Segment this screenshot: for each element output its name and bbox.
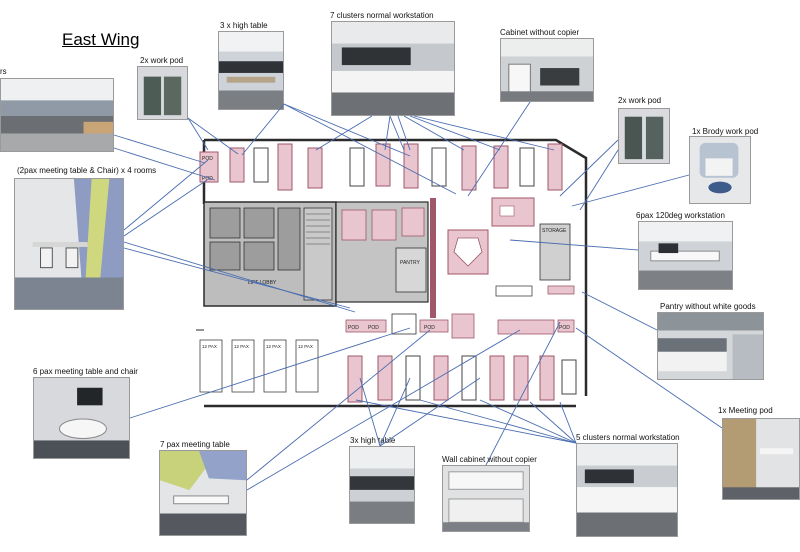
plan-label-lift-lobby: LIFT LOBBY (248, 280, 277, 286)
plan-label-pod: POD (368, 325, 379, 331)
callout-label-brody-pod: 1x Brody work pod (692, 127, 759, 136)
plan-label-pod: POD (348, 325, 359, 331)
workstation-cluster (253, 147, 269, 183)
photo-7-clusters (331, 21, 455, 116)
workstation-cluster (375, 143, 391, 187)
photo-wall-cabinet (442, 465, 530, 532)
plan-label-pod: POD (559, 325, 570, 331)
photo-2pax-meeting-room (14, 178, 124, 310)
workstation-cluster (431, 147, 447, 187)
callout-label-6pax-meeting: 6 pax meeting table and chair (33, 367, 138, 376)
meeting-room-6pax (391, 313, 417, 335)
callout-label-work-pod-right: 2x work pod (618, 96, 662, 105)
workstation-cluster (489, 355, 505, 401)
callout-label-7-clusters: 7 clusters normal workstation (330, 11, 434, 20)
workstation-cluster (519, 147, 535, 187)
photo-5-clusters (576, 443, 678, 537)
photo-6pax-meeting (33, 377, 130, 459)
workstation-cluster (539, 355, 555, 401)
workstation-cluster (347, 355, 363, 403)
floor-plan: POD POD LIFT LOBBY PANTRY STORAGE POD PO… (196, 134, 592, 416)
callout-label-5-clusters: 5 clusters normal workstation (576, 433, 680, 442)
photo-open-office (0, 78, 114, 152)
callout-label-high-table-top: 3 x high table (220, 21, 268, 30)
workstation-cluster (403, 143, 419, 189)
callout-label-meeting-pod: 1x Meeting pod (718, 406, 773, 415)
photo-7pax-meeting (159, 450, 247, 536)
callout-label-cabinet: Cabinet without copier (500, 28, 580, 37)
photo-high-table-top (218, 31, 284, 110)
workstation-cluster (561, 359, 577, 395)
plan-label-pantry: PANTRY (400, 260, 420, 266)
photo-6pax-120deg (638, 221, 733, 290)
workstation-cluster (277, 143, 293, 191)
photo-meeting-pod (722, 418, 800, 500)
workstation-cluster (433, 355, 449, 401)
pantry-counter (547, 285, 575, 295)
plan-label-pod: POD (202, 176, 213, 182)
workstation-cluster (547, 143, 563, 191)
photo-high-table-bottom (349, 446, 415, 524)
plan-label-pod: POD (424, 325, 435, 331)
workstation-cluster (493, 145, 509, 189)
storage-area (539, 223, 571, 281)
photo-work-pod-left (137, 66, 188, 120)
page-title: East Wing (62, 30, 140, 49)
workstation-cluster (513, 355, 529, 401)
plan-label-12pax: 12 PAX (234, 344, 249, 349)
plan-label-pod: POD (202, 156, 213, 162)
photo-pantry (657, 312, 764, 380)
plan-label-12pax: 12 PAX (266, 344, 281, 349)
plan-label-12pax: 12 PAX (298, 344, 313, 349)
meeting-table-7pax (497, 319, 555, 335)
workstation-cluster (229, 147, 245, 183)
photo-work-pod-right (618, 108, 670, 164)
callout-label-rs: rs (0, 67, 7, 76)
callout-label-7pax-meeting: 7 pax meeting table (160, 440, 230, 449)
callout-label-2pax-meeting: (2pax meeting table & Chair) x 4 rooms (17, 166, 157, 175)
callout-label-pantry: Pantry without white goods (660, 302, 756, 311)
workstation-cluster (405, 355, 421, 401)
callout-label-wall-cabinet: Wall cabinet without copier (442, 455, 537, 464)
workstation-cluster (461, 145, 477, 191)
photo-brody-pod (689, 136, 751, 204)
workstation-cluster (461, 355, 477, 401)
plan-label-storage: STORAGE (542, 228, 567, 234)
workstation-cluster (349, 147, 365, 187)
callout-label-high-table-bottom: 3x high table (350, 436, 396, 445)
photo-cabinet (500, 38, 594, 102)
callout-label-6pax-120deg: 6pax 120deg workstation (636, 211, 725, 220)
callout-label-work-pod-left: 2x work pod (140, 56, 184, 65)
plan-label-12pax: 12 PAX (202, 344, 217, 349)
workstation-cluster (377, 355, 393, 401)
workstation-cluster (307, 147, 323, 189)
